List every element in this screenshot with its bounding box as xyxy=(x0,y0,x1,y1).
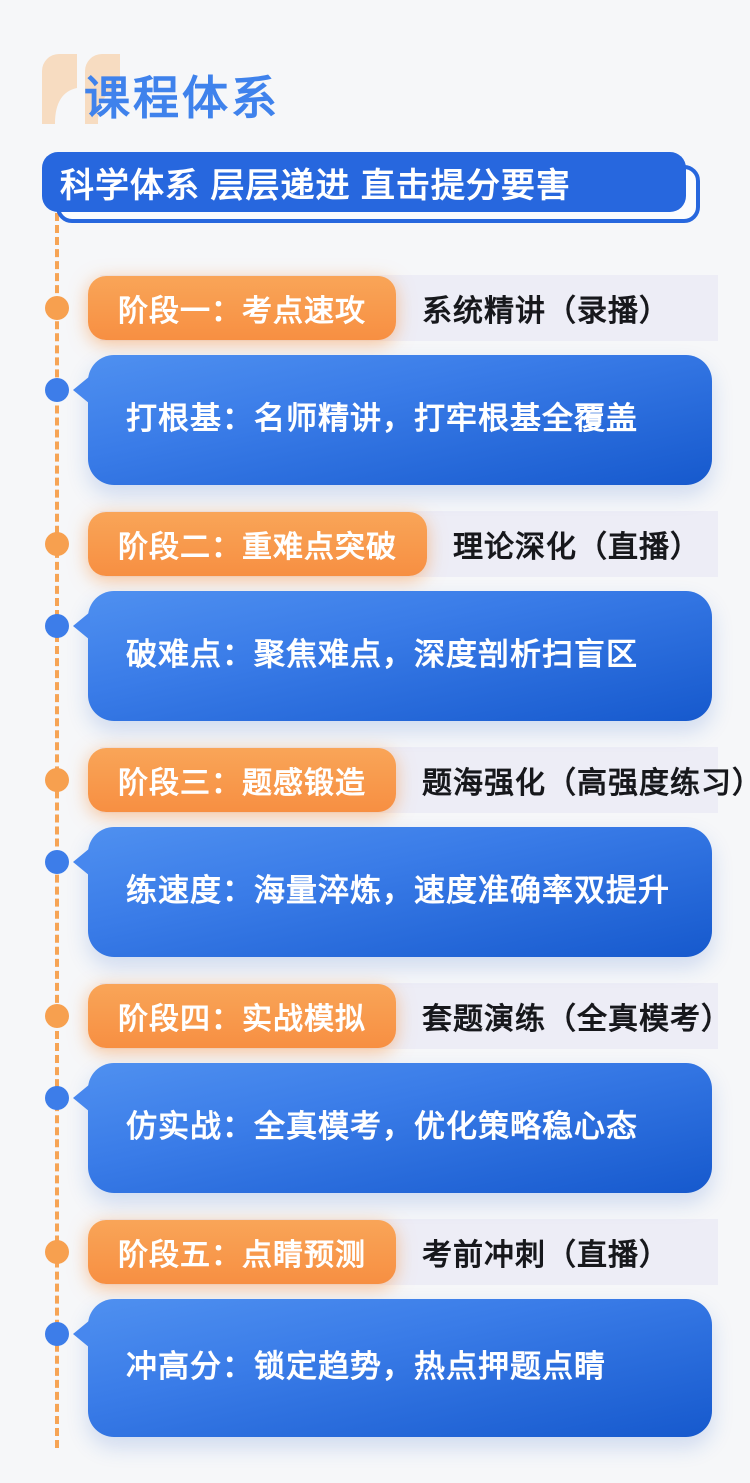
stage-header: 阶段五：点睛预测 考前冲刺（直播） xyxy=(88,1219,670,1285)
stage-card-text: 打根基：名师精讲，打牢根基全覆盖 xyxy=(126,400,638,436)
stage-header: 阶段四：实战模拟 套题演练（全真模考） xyxy=(88,983,732,1049)
timeline-dot-orange xyxy=(45,768,69,792)
stage-badge: 阶段二：重难点突破 xyxy=(88,512,427,576)
stage-card-text: 仿实战：全真模考，优化策略稳心态 xyxy=(126,1108,638,1144)
card-pointer-arrow xyxy=(73,1320,90,1348)
timeline-dot-orange xyxy=(45,1240,69,1264)
stage-badge: 阶段五：点睛预测 xyxy=(88,1220,396,1284)
timeline-dot-orange xyxy=(45,296,69,320)
stage-card: 打根基：名师精讲，打牢根基全覆盖 xyxy=(73,355,712,485)
banner: 科学体系 层层递进 直击提分要害 xyxy=(42,152,686,212)
banner-title: 科学体系 层层递进 直击提分要害 xyxy=(60,166,571,205)
timeline-dashed-line xyxy=(55,213,59,1448)
timeline-dot-blue xyxy=(45,850,69,874)
stage-row: 阶段一：考点速攻 系统精讲（录播） 打根基：名师精讲，打牢根基全覆盖 xyxy=(0,275,750,493)
stage-label: 考前冲刺（直播） xyxy=(422,1239,670,1272)
stage-card: 破难点：聚焦难点，深度剖析扫盲区 xyxy=(73,591,712,721)
stage-label: 系统精讲（录播） xyxy=(422,295,670,328)
stage-card: 冲高分：锁定趋势，热点押题点睛 xyxy=(73,1299,712,1437)
page-title: 课程体系 xyxy=(84,72,280,124)
stage-card-text: 冲高分：锁定趋势，热点押题点睛 xyxy=(126,1348,606,1384)
stage-row: 阶段四：实战模拟 套题演练（全真模考） 仿实战：全真模考，优化策略稳心态 xyxy=(0,983,750,1201)
stage-card-text: 破难点：聚焦难点，深度剖析扫盲区 xyxy=(126,636,638,672)
stage-badge: 阶段一：考点速攻 xyxy=(88,276,396,340)
stage-card: 练速度：海量淬炼，速度准确率双提升 xyxy=(73,827,712,957)
card-pointer-arrow xyxy=(73,1084,90,1112)
stage-header: 阶段三：题感锻造 题海强化（高强度练习） xyxy=(88,747,750,813)
card-pointer-arrow xyxy=(73,612,90,640)
timeline-dot-blue xyxy=(45,378,69,402)
quote-icon xyxy=(42,54,120,126)
card-pointer-arrow xyxy=(73,848,90,876)
stage-label: 套题演练（全真模考） xyxy=(422,1003,732,1036)
timeline-dot-orange xyxy=(45,532,69,556)
stage-badge: 阶段三：题感锻造 xyxy=(88,748,396,812)
stage-card-text: 练速度：海量淬炼，速度准确率双提升 xyxy=(126,872,670,908)
stage-row: 阶段二：重难点突破 理论深化（直播） 破难点：聚焦难点，深度剖析扫盲区 xyxy=(0,511,750,729)
card-pointer-arrow xyxy=(73,376,90,404)
stage-row: 阶段三：题感锻造 题海强化（高强度练习） 练速度：海量淬炼，速度准确率双提升 xyxy=(0,747,750,965)
stage-label: 题海强化（高强度练习） xyxy=(422,767,750,800)
stage-badge: 阶段四：实战模拟 xyxy=(88,984,396,1048)
timeline-dot-orange xyxy=(45,1004,69,1028)
stage-header: 阶段一：考点速攻 系统精讲（录播） xyxy=(88,275,670,341)
stage-row: 阶段五：点睛预测 考前冲刺（直播） 冲高分：锁定趋势，热点押题点睛 xyxy=(0,1219,750,1437)
timeline-dot-blue xyxy=(45,1322,69,1346)
stage-card: 仿实战：全真模考，优化策略稳心态 xyxy=(73,1063,712,1193)
stage-header: 阶段二：重难点突破 理论深化（直播） xyxy=(88,511,701,577)
timeline-dot-blue xyxy=(45,614,69,638)
stage-label: 理论深化（直播） xyxy=(453,531,701,564)
timeline-dot-blue xyxy=(45,1086,69,1110)
